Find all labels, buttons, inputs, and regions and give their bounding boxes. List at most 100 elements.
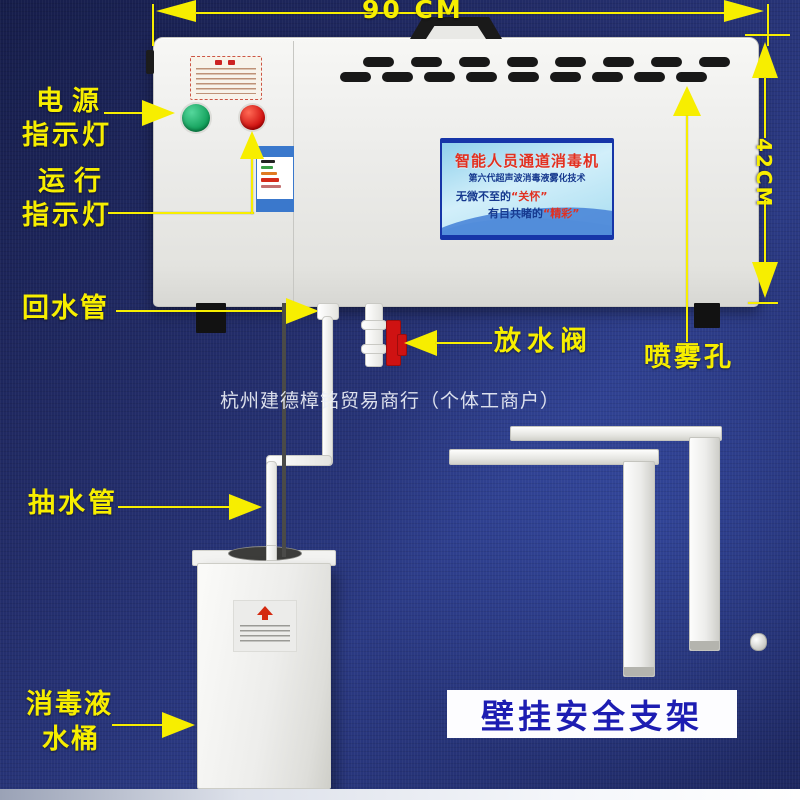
dim-width-arrow-right-icon — [724, 0, 764, 22]
callout-run-light-line1: 运行 — [38, 166, 110, 197]
callout-return-pipe-label: 回水管 — [22, 293, 109, 324]
vent-slot — [651, 57, 682, 67]
run-indicator-light — [240, 105, 265, 130]
spec-sticker-footer — [257, 199, 293, 211]
callout-bucket-arrow-icon — [162, 712, 195, 738]
bucket-sticker-text-lines — [240, 625, 290, 645]
dim-height-label: 42CM — [752, 138, 776, 209]
vent-slot — [699, 57, 730, 67]
spec-sticker-bars — [257, 157, 293, 191]
vent-slot — [466, 72, 497, 82]
vent-slot — [555, 57, 586, 67]
vent-slot — [603, 57, 634, 67]
bracket-back-vertical-arm — [689, 437, 720, 651]
callout-drain-valve-label: 放水阀 — [494, 326, 593, 357]
pipe-elbow-horizontal — [266, 455, 332, 466]
callout-suction-pipe-arrow-icon — [229, 494, 262, 520]
warning-marks — [215, 60, 237, 65]
bracket-front-end-cap — [624, 667, 654, 676]
machine-handle — [410, 17, 502, 39]
callout-power-light-line — [104, 112, 144, 114]
machine-foot-left — [196, 303, 226, 333]
callout-return-pipe-arrow-icon — [286, 298, 319, 324]
spec-sticker — [256, 146, 294, 212]
dim-height-line-upper — [764, 78, 766, 138]
vent-row-1 — [363, 57, 730, 67]
callout-run-light-arrow-icon — [240, 131, 264, 159]
screen-panel: 智能人员通道消毒机 第六代超声波消毒液雾化技术 无微不至的“关怀” 有目共睹的“… — [440, 138, 614, 240]
dim-width-label: 90 CM — [362, 0, 464, 24]
bracket-back-end-cap — [690, 641, 719, 650]
screen-slogan-1: 无微不至的“关怀” — [456, 190, 548, 203]
callout-power-light-line2: 指示灯 — [22, 120, 112, 151]
dim-width-line — [196, 12, 724, 14]
vent-slot — [676, 72, 707, 82]
machine-handle-hole — [426, 26, 486, 39]
dim-width-tick-left — [152, 4, 154, 46]
callout-spray-holes-arrow-icon — [673, 86, 701, 116]
vent-slot — [411, 57, 442, 67]
vent-slot — [424, 72, 455, 82]
callout-drain-valve-line — [436, 342, 492, 344]
dim-width-arrow-left-icon — [156, 0, 196, 22]
vent-row-2 — [340, 72, 707, 82]
machine-foot-right — [694, 303, 720, 328]
pipe-into-bucket — [266, 545, 277, 561]
drain-valve-flange-bottom — [361, 344, 387, 354]
power-indicator-light — [182, 104, 210, 132]
bracket-screw — [750, 633, 767, 651]
rod-into-bucket — [282, 545, 286, 557]
vent-slot — [459, 57, 490, 67]
dim-height-arrow-up-icon — [752, 42, 778, 78]
screen-subtitle: 第六代超声波消毒液雾化技术 — [468, 174, 586, 184]
vent-slot — [340, 72, 371, 82]
bracket-front-horizontal-arm — [449, 449, 659, 465]
dim-height-tick-bottom — [748, 302, 778, 304]
machine-left-tab — [146, 50, 154, 74]
drain-valve-body — [365, 303, 383, 367]
screen-title: 智能人员通道消毒机 — [454, 152, 599, 170]
watermark-text: 杭州建德樟铭贸易商行（个体工商户） — [220, 390, 561, 412]
warning-text-lines — [196, 68, 256, 94]
spec-sticker-header — [257, 147, 293, 157]
warning-sticker — [190, 56, 262, 100]
callout-suction-pipe-label: 抽水管 — [28, 488, 118, 519]
callout-drain-valve-arrow-icon — [404, 330, 437, 356]
bracket-label-text: 壁挂安全支架 — [481, 697, 703, 736]
callout-spray-holes-line — [686, 116, 688, 342]
bucket-sticker — [233, 600, 297, 652]
dim-height-line-lower — [764, 200, 766, 262]
vent-slot — [382, 72, 413, 82]
callout-bucket-line — [112, 724, 164, 726]
bracket-label-box: 壁挂安全支架 — [447, 690, 737, 738]
dim-width-tick-right — [767, 4, 769, 46]
vent-slot — [507, 57, 538, 67]
dim-height-tick-top — [745, 34, 790, 36]
screen-slogan-2: 有目共睹的“精彩” — [488, 207, 580, 220]
dim-height-arrow-down-icon — [752, 262, 778, 298]
bracket-front-vertical-arm — [623, 461, 655, 677]
vent-slot — [550, 72, 581, 82]
vent-slot — [508, 72, 539, 82]
callout-power-light-arrow-icon — [142, 100, 175, 126]
callout-suction-pipe-line — [118, 506, 230, 508]
callout-run-light-hline — [108, 212, 254, 214]
callout-bucket-line1: 消毒液 — [26, 689, 113, 720]
callout-power-light-line1: 电源 — [36, 86, 108, 117]
bottom-edge-strip — [0, 789, 800, 800]
callout-return-pipe-line — [116, 310, 288, 312]
vent-slot — [592, 72, 623, 82]
bucket-hole — [228, 546, 302, 561]
bucket-sticker-arrow-stem — [262, 614, 268, 620]
vent-slot — [363, 57, 394, 67]
callout-spray-holes-label: 喷雾孔 — [644, 342, 734, 373]
callout-bucket-line2: 水桶 — [42, 724, 100, 755]
disinfectant-bucket — [197, 563, 331, 789]
vent-slot — [634, 72, 665, 82]
callout-run-light-line2: 指示灯 — [22, 200, 112, 231]
callout-run-light-vline — [251, 158, 253, 214]
suction-rod — [282, 303, 286, 557]
bracket-back-horizontal-arm — [510, 426, 722, 441]
drain-valve-flange-top — [361, 320, 387, 330]
